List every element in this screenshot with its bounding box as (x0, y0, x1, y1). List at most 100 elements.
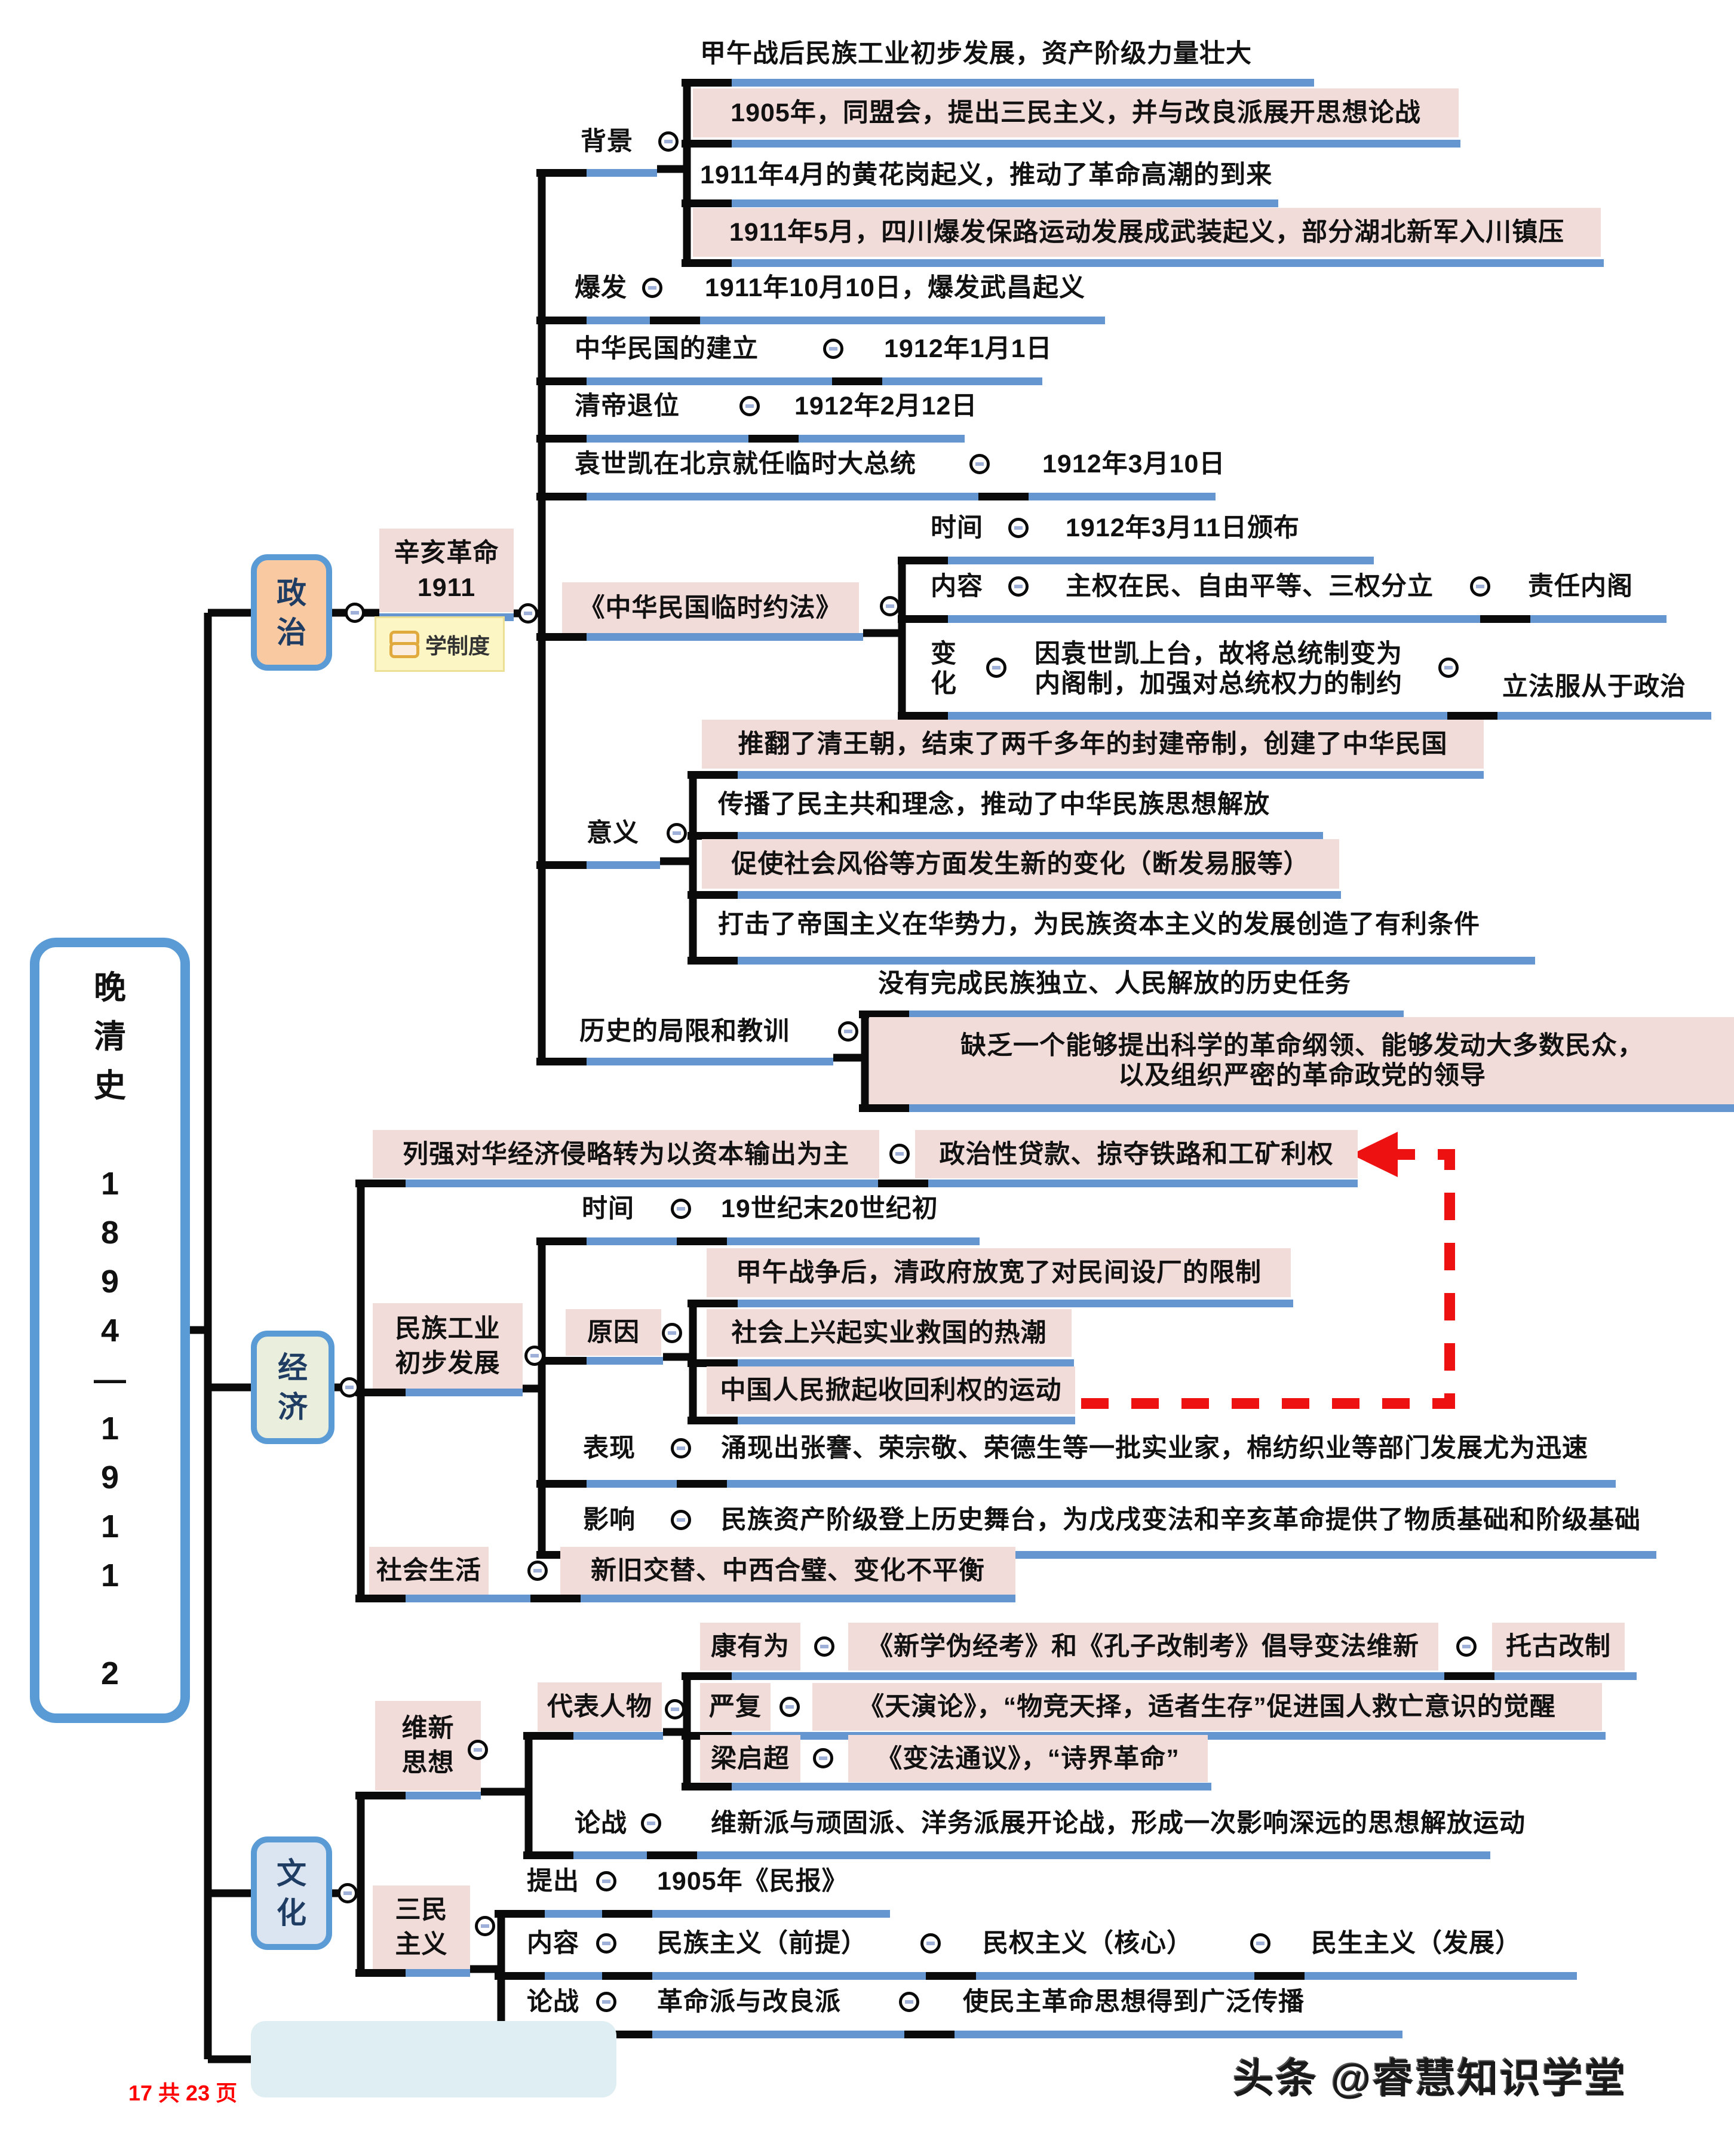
collapse-handle-icon[interactable] (1456, 1636, 1477, 1657)
bg-item-4[interactable]: 1911年5月，四川爆发保路运动发展成武装起义，部分湖北新军入川镇压 (693, 208, 1601, 257)
label-econ-time[interactable]: 时间 (582, 1194, 634, 1223)
note-xuezhidu[interactable]: 学制度 (375, 616, 505, 672)
collapse-handle-icon[interactable] (1008, 576, 1029, 597)
node-minzu-gongye[interactable]: 民族工业 初步发展 (373, 1303, 523, 1389)
value-yuanshikai[interactable]: 1912年3月10日 (1042, 450, 1226, 478)
collapse-handle-icon[interactable] (823, 339, 843, 359)
value-econ-time[interactable]: 19世纪末20世纪初 (721, 1194, 938, 1223)
collapse-handle-icon[interactable] (969, 454, 990, 474)
collapse-handle-icon[interactable] (524, 1346, 545, 1366)
collapse-handle-icon[interactable] (658, 131, 679, 152)
value-lunzhan-sanmin-2[interactable]: 使民主革命思想得到广泛传播 (963, 1988, 1305, 2016)
collapse-handle-icon[interactable] (518, 603, 538, 624)
value-yuefa-content-2[interactable]: 责任内阁 (1528, 572, 1633, 601)
collapse-handle-icon[interactable] (671, 1199, 691, 1219)
yiyi-item-2[interactable]: 传播了民主共和理念，推动了中华民族思想解放 (718, 790, 1270, 819)
collapse-handle-icon[interactable] (899, 1992, 919, 2012)
node-weixin-sixiang[interactable]: 维新 思想 (375, 1701, 481, 1790)
collapse-handle-icon[interactable] (813, 1748, 833, 1768)
node-yanfu[interactable]: 严复 (700, 1683, 771, 1731)
collapse-handle-icon[interactable] (889, 1144, 910, 1164)
collapse-handle-icon[interactable] (920, 1933, 941, 1954)
value-yingxiang[interactable]: 民族资产阶级登上历史舞台，为戊戌变法和辛亥革命提供了物质基础和阶级基础 (721, 1506, 1641, 1534)
collapse-handle-icon[interactable] (642, 278, 662, 298)
yuanyin-item-3[interactable]: 中国人民掀起收回利权的运动 (707, 1366, 1075, 1414)
collapse-handle-icon[interactable] (986, 658, 1006, 678)
yiyi-item-4[interactable]: 打击了帝国主义在华势力，为民族资本主义的发展创造了有利条件 (718, 910, 1480, 939)
value-qingdi-tuiwei[interactable]: 1912年2月12日 (794, 392, 978, 420)
node-kangyouwei[interactable]: 康有为 (700, 1623, 800, 1670)
collapse-handle-icon[interactable] (671, 1510, 691, 1530)
value-lunzhan-sanmin-1[interactable]: 革命派与改良派 (657, 1988, 841, 2016)
collapse-handle-icon[interactable] (662, 1323, 682, 1343)
collapse-handle-icon[interactable] (596, 1871, 616, 1891)
value-sanmin-neirong-2[interactable]: 民权主义（核心） (983, 1929, 1193, 1958)
collapse-handle-icon[interactable] (345, 603, 365, 623)
node-shehui-shenghuo[interactable]: 社会生活 (369, 1547, 489, 1595)
collapse-handle-icon[interactable] (1438, 658, 1459, 678)
branch-culture[interactable]: 文 化 (251, 1836, 332, 1950)
label-yuefa-time[interactable]: 时间 (931, 514, 983, 542)
node-zhengzhixing-daikuan[interactable]: 政治性贷款、掠夺铁路和工矿利权 (915, 1130, 1358, 1178)
value-sanmin-neirong-1[interactable]: 民族主义（前提） (657, 1929, 867, 1958)
bg-item-3[interactable]: 1911年4月的黄花岗起义，推动了革命高潮的到来 (700, 161, 1273, 189)
yiyi-item-3[interactable]: 促使社会风俗等方面发生新的变化（断发易服等） (702, 839, 1339, 889)
value-shehui-shenghuo[interactable]: 新旧交替、中西合璧、变化不平衡 (560, 1547, 1015, 1595)
collapse-handle-icon[interactable] (339, 1377, 360, 1398)
value-kangyouwei[interactable]: 《新学伪经考》和《孔子改制考》倡导变法维新 (848, 1623, 1438, 1670)
node-xinhai-revolution[interactable]: 辛亥革命 1911 (379, 529, 514, 612)
collapse-handle-icon[interactable] (475, 1916, 495, 1936)
collapse-handle-icon[interactable] (739, 396, 760, 416)
label-yuefa-bianhua[interactable]: 变 化 (931, 640, 957, 698)
label-sanmin-neirong[interactable]: 内容 (527, 1929, 579, 1958)
label-lunzhan-sanmin[interactable]: 论战 (527, 1988, 579, 2016)
node-daibiao-renwu[interactable]: 代表人物 (538, 1682, 662, 1731)
value-minguo-jianli[interactable]: 1912年1月1日 (884, 334, 1052, 363)
collapse-handle-icon[interactable] (671, 1438, 691, 1458)
label-yiyi[interactable]: 意义 (587, 819, 639, 847)
label-minguo-jianli[interactable]: 中华民国的建立 (575, 334, 759, 363)
value-liangqichao[interactable]: 《变法通议》，“诗界革命” (848, 1735, 1208, 1782)
value-tichu[interactable]: 1905年《民报》 (657, 1867, 848, 1896)
collapse-handle-icon[interactable] (527, 1561, 548, 1581)
collapse-handle-icon[interactable] (814, 1636, 834, 1657)
branch-economy[interactable]: 经 济 (251, 1331, 334, 1444)
node-yuanyin[interactable]: 原因 (566, 1309, 661, 1356)
bg-item-2[interactable]: 1905年，同盟会，提出三民主义，并与改良派展开思想论战 (693, 88, 1459, 137)
node-linshiyuefa[interactable]: 《中华民国临时约法》 (562, 582, 859, 633)
label-biaoxian[interactable]: 表现 (583, 1434, 636, 1463)
bg-item-1[interactable]: 甲午战后民族工业初步发展，资产阶级力量壮大 (700, 39, 1252, 68)
node-sanmin-zhuyi[interactable]: 三民 主义 (373, 1885, 470, 1969)
node-liangqichao[interactable]: 梁启超 (700, 1735, 800, 1782)
yuanyin-item-1[interactable]: 甲午战争后，清政府放宽了对民间设厂的限制 (707, 1248, 1291, 1297)
collapse-handle-icon[interactable] (665, 1699, 685, 1719)
branch-politics[interactable]: 政 治 (251, 554, 332, 671)
collapse-handle-icon[interactable] (596, 1933, 616, 1954)
label-beijing[interactable]: 背景 (581, 127, 633, 156)
collapse-handle-icon[interactable] (1008, 518, 1029, 538)
label-baofa[interactable]: 爆发 (575, 274, 627, 302)
collapse-handle-icon[interactable] (468, 1740, 488, 1760)
yiyi-item-1[interactable]: 推翻了清王朝，结束了两千多年的封建帝制，创建了中华民国 (702, 720, 1484, 769)
label-yuanshikai[interactable]: 袁世凯在北京就任临时大总统 (575, 450, 916, 478)
label-lunzhan-weixin[interactable]: 论战 (575, 1809, 627, 1838)
collapse-handle-icon[interactable] (337, 1883, 358, 1903)
collapse-handle-icon[interactable] (1250, 1933, 1270, 1954)
label-yuefa-content[interactable]: 内容 (931, 572, 983, 601)
value-yuefa-bianhua-1[interactable]: 因袁世凯上台，故将总统制变为 内阁制，加强对总统权力的制约 (1035, 640, 1402, 698)
label-tichu[interactable]: 提出 (527, 1867, 579, 1896)
value-biaoxian[interactable]: 涌现出张謇、荣宗敬、荣德生等一批实业家，棉纺织业等部门发展尤为迅速 (721, 1434, 1588, 1463)
value-yuefa-time[interactable]: 1912年3月11日颁布 (1066, 514, 1300, 542)
node-tuogu-gaizhi[interactable]: 托古改制 (1492, 1623, 1625, 1670)
collapse-handle-icon[interactable] (779, 1697, 800, 1717)
value-yuefa-content-1[interactable]: 主权在民、自由平等、三权分立 (1066, 572, 1434, 601)
value-yanfu[interactable]: 《天演论》，“物竞天择，适者生存”促进国人救亡意识的觉醒 (812, 1683, 1602, 1731)
juxian-item-2[interactable]: 缺乏一个能够提出科学的革命纲领、能够发动大多数民众， 以及组织严密的革命政党的领… (869, 1017, 1734, 1104)
node-lieqiang[interactable]: 列强对华经济侵略转为以资本输出为主 (373, 1130, 879, 1178)
collapse-handle-icon[interactable] (641, 1813, 661, 1833)
value-lunzhan-weixin[interactable]: 维新派与顽固派、洋务派展开论战，形成一次影响深远的思想解放运动 (711, 1809, 1526, 1838)
label-yingxiang[interactable]: 影响 (583, 1506, 636, 1534)
empty-topic-box[interactable] (251, 2021, 616, 2097)
label-qingdi-tuiwei[interactable]: 清帝退位 (575, 392, 680, 420)
collapse-handle-icon[interactable] (838, 1021, 858, 1042)
